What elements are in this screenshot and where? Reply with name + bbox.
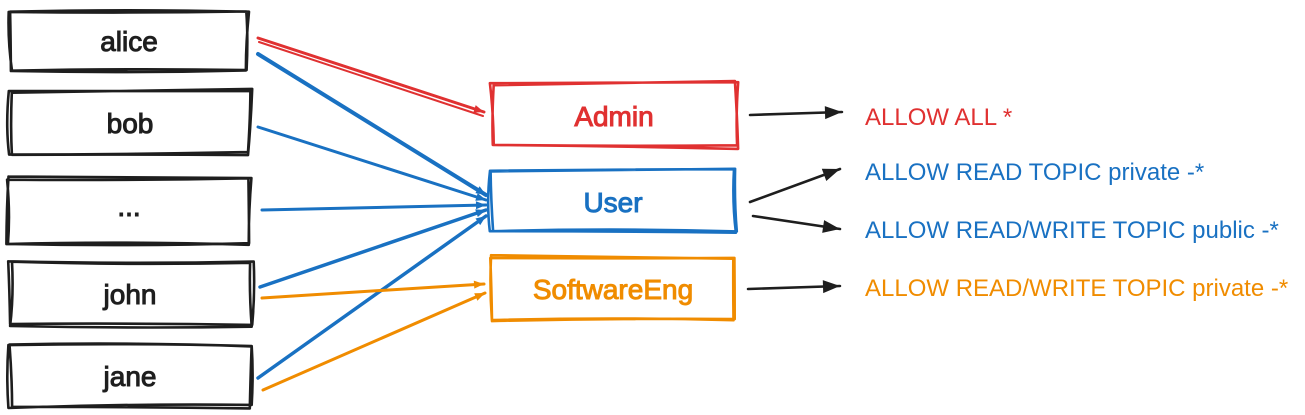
edge-alice-admin-second-stroke <box>258 41 484 117</box>
sketch-rect-stroke <box>6 260 256 329</box>
edge-alice-admin <box>256 36 486 114</box>
user-role-edges <box>256 36 488 392</box>
arrowhead-icon <box>822 280 840 294</box>
edge-jane-user <box>256 214 488 380</box>
role-box-softwareeng: SoftwareEng <box>489 253 736 323</box>
permission-readwrite-topic-public: ALLOW READ/WRITE TOPIC public -* <box>865 217 1279 244</box>
arrowhead-icon <box>475 193 486 201</box>
role-label-admin: Admin <box>574 101 653 132</box>
edge-bob-user <box>256 125 488 202</box>
arrowhead-icon <box>824 106 842 120</box>
arrowhead-icon <box>475 216 486 226</box>
arrowhead-icon <box>475 201 486 210</box>
arrowhead-icon <box>822 220 840 233</box>
role-label-softwareeng: SoftwareEng <box>533 274 693 305</box>
edge-john-user <box>258 208 488 289</box>
sketch-rect-stroke <box>6 342 254 410</box>
permission-allow-all: ALLOW ALL * <box>865 104 1012 131</box>
arrowhead-icon <box>475 209 486 217</box>
sketch-rect-stroke <box>489 253 736 323</box>
user-label-john: john <box>103 279 157 310</box>
user-box-dots: ... <box>5 175 253 247</box>
user-label-alice: alice <box>100 26 158 57</box>
arrowhead-icon <box>474 293 485 301</box>
role-permission-arrows <box>746 106 844 294</box>
sketch-rect-stroke <box>7 8 251 74</box>
sketch-rect-stroke <box>486 167 739 234</box>
sketch-rect-stroke <box>5 87 254 157</box>
permission-labels: ALLOW ALL * ALLOW READ TOPIC private -* … <box>865 104 1288 302</box>
edge-john-softwareeng <box>260 282 486 300</box>
edge-jane-softwareeng <box>261 291 487 392</box>
arrowhead-icon <box>475 186 486 195</box>
edge-alice-user <box>256 52 488 197</box>
user-box-bob: bob <box>5 87 254 157</box>
user-box-jane: jane <box>6 342 254 410</box>
sketch-rect-stroke <box>488 79 740 151</box>
arrowhead-icon <box>821 168 840 181</box>
user-label-jane: jane <box>103 361 157 392</box>
arrowhead-icon <box>473 280 484 289</box>
sketch-rect-stroke <box>5 175 253 247</box>
user-label-dots: ... <box>117 191 140 222</box>
permission-read-topic-private: ALLOW READ TOPIC private -* <box>865 159 1204 186</box>
user-box-john: john <box>6 260 256 329</box>
user-label-bob: bob <box>107 108 154 139</box>
role-box-admin: Admin <box>488 79 740 151</box>
permission-readwrite-topic-private: ALLOW READ/WRITE TOPIC private -* <box>865 275 1288 302</box>
edge-dots-user <box>260 203 488 212</box>
role-label-user: User <box>583 187 642 218</box>
arrowhead-icon <box>473 105 484 113</box>
user-box-alice: alice <box>7 8 251 74</box>
role-box-user: User <box>486 167 739 234</box>
